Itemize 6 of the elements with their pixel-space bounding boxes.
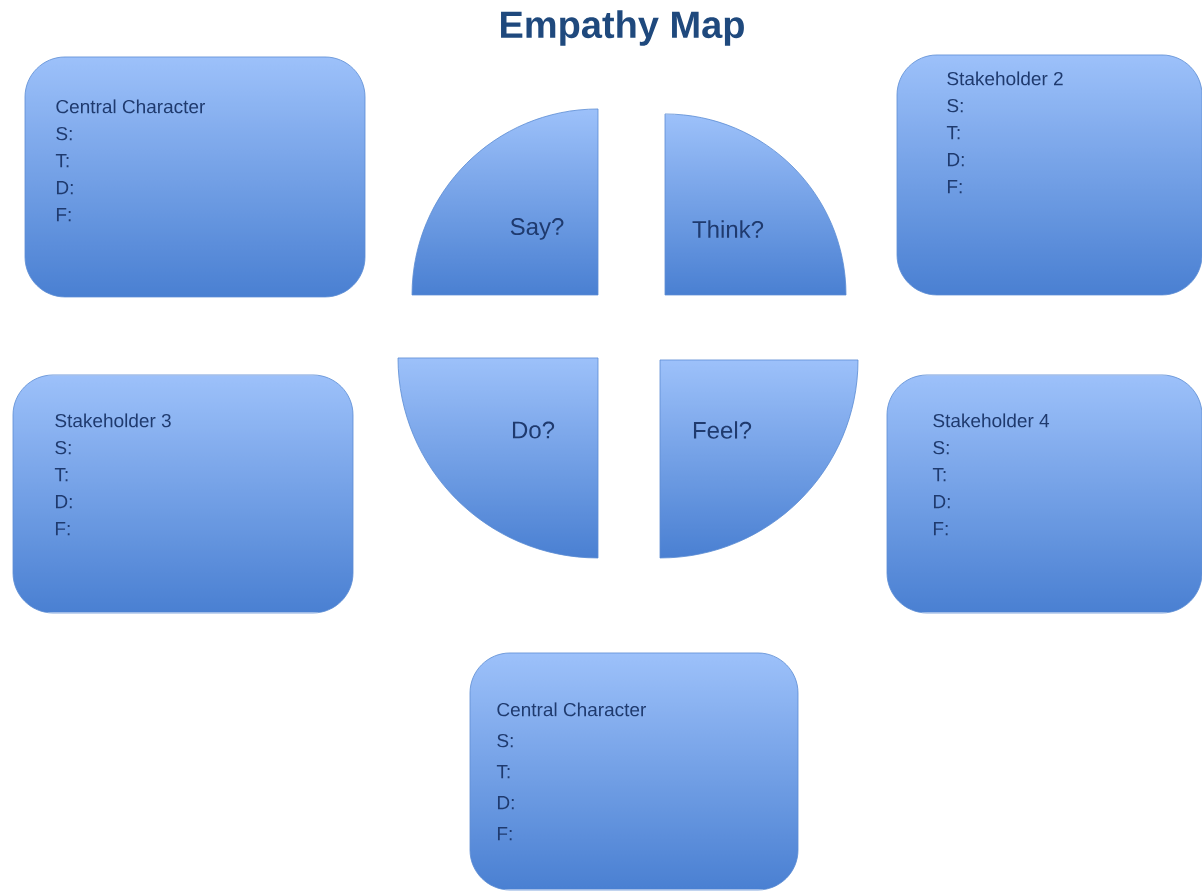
card: Stakeholder 4 S: T: D: F: — [886, 374, 1202, 614]
card: Stakeholder 3 S: T: D: F: — [12, 374, 354, 614]
title: Empathy Map — [501, 10, 744, 46]
card: Stakeholder 2 S: T: D: F: — [896, 54, 1202, 296]
card: Central Character S: T: D: F: — [469, 652, 799, 891]
card: Central Character S: T: D: F: — [24, 56, 366, 298]
